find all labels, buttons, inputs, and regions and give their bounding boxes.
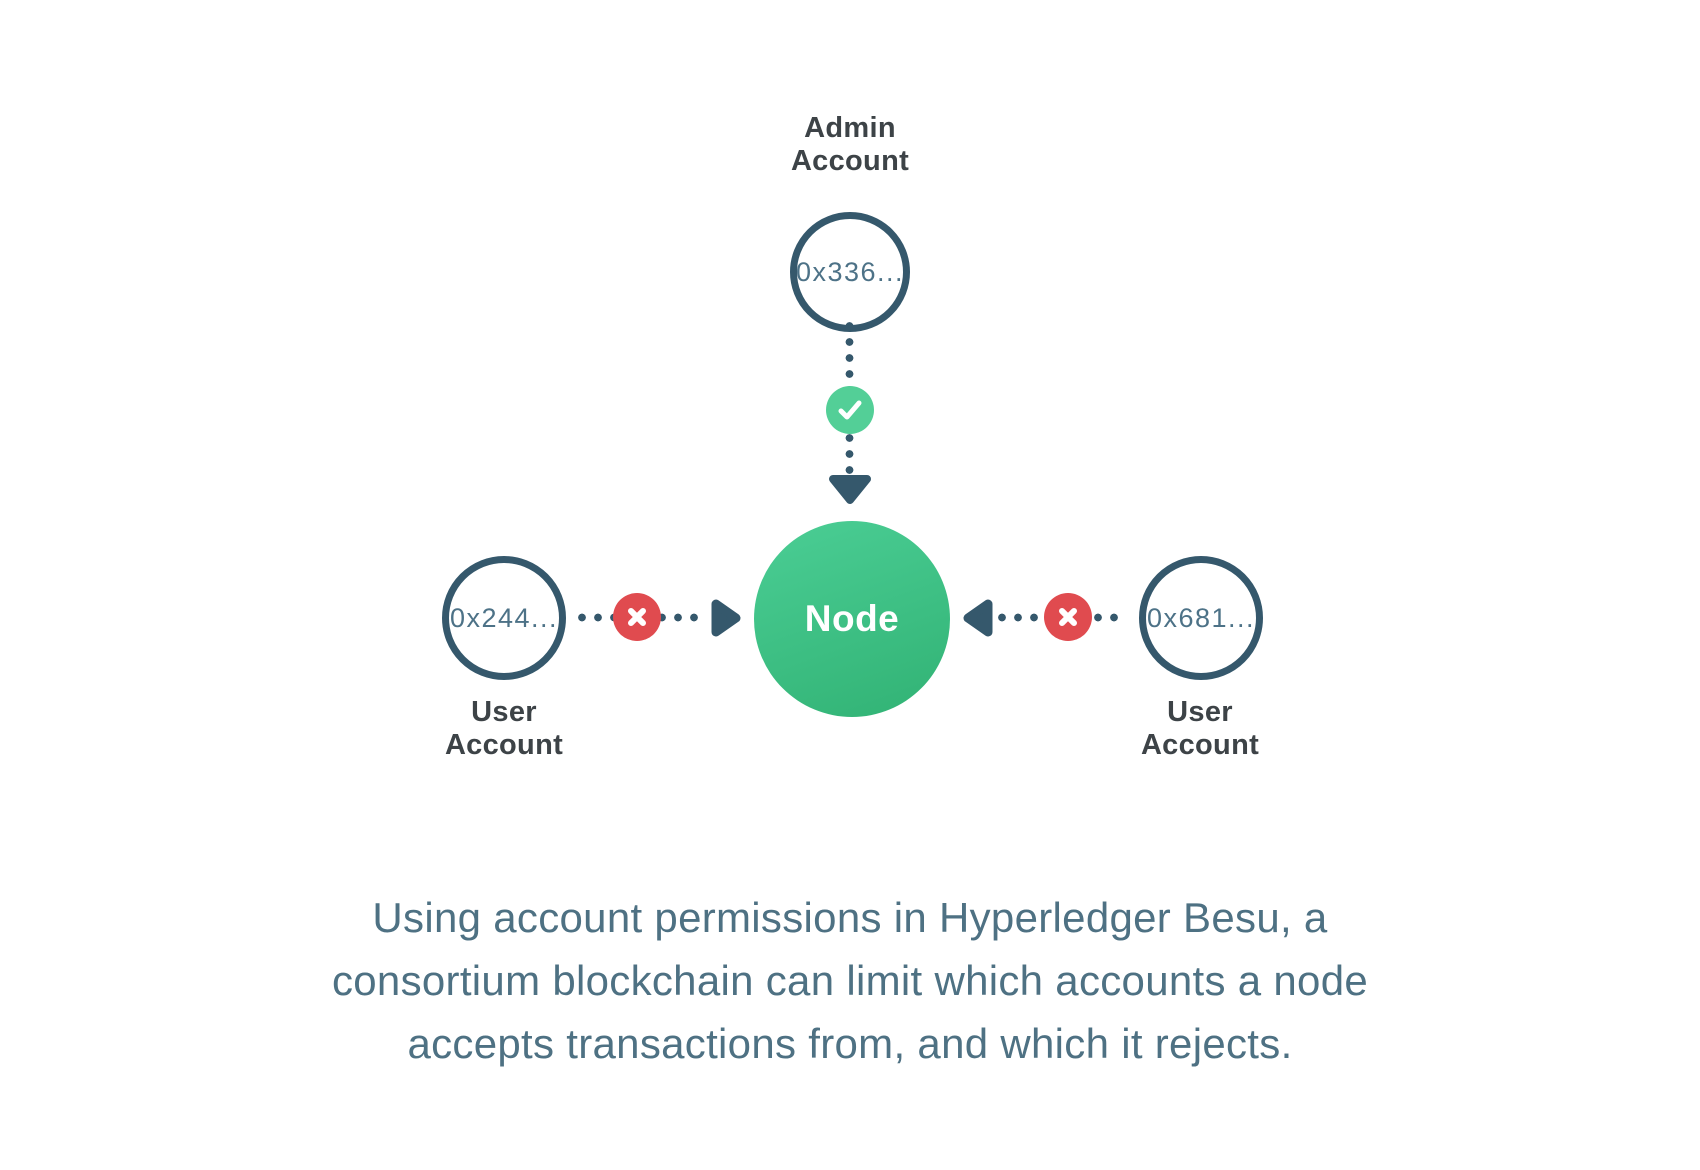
rejected-badge-left bbox=[613, 593, 661, 641]
allowed-badge bbox=[826, 386, 874, 434]
x-icon bbox=[628, 608, 646, 626]
user-account-circle-left: 0x244... bbox=[442, 556, 566, 680]
user-account-address-right: 0x681... bbox=[1146, 602, 1256, 633]
arrow-left-icon bbox=[963, 599, 993, 637]
x-icon bbox=[1059, 608, 1077, 626]
node-circle: Node bbox=[754, 521, 950, 717]
check-icon bbox=[838, 400, 862, 420]
user-account-label-left: User Account bbox=[444, 696, 564, 761]
admin-account-label: Admin Account bbox=[790, 112, 910, 177]
admin-account-address: 0x336... bbox=[795, 256, 905, 287]
user-account-circle-right: 0x681... bbox=[1139, 556, 1263, 680]
user-account-address-left: 0x244... bbox=[449, 602, 559, 633]
arrow-right-icon bbox=[711, 599, 741, 637]
admin-account-circle: 0x336... bbox=[790, 212, 910, 332]
rejected-badge-right bbox=[1044, 593, 1092, 641]
caption-text: Using account permissions in Hyperledger… bbox=[331, 894, 1369, 1067]
node-label: Node bbox=[804, 598, 900, 639]
arrow-down-icon bbox=[829, 475, 871, 504]
user-account-label-right: User Account bbox=[1140, 696, 1260, 761]
